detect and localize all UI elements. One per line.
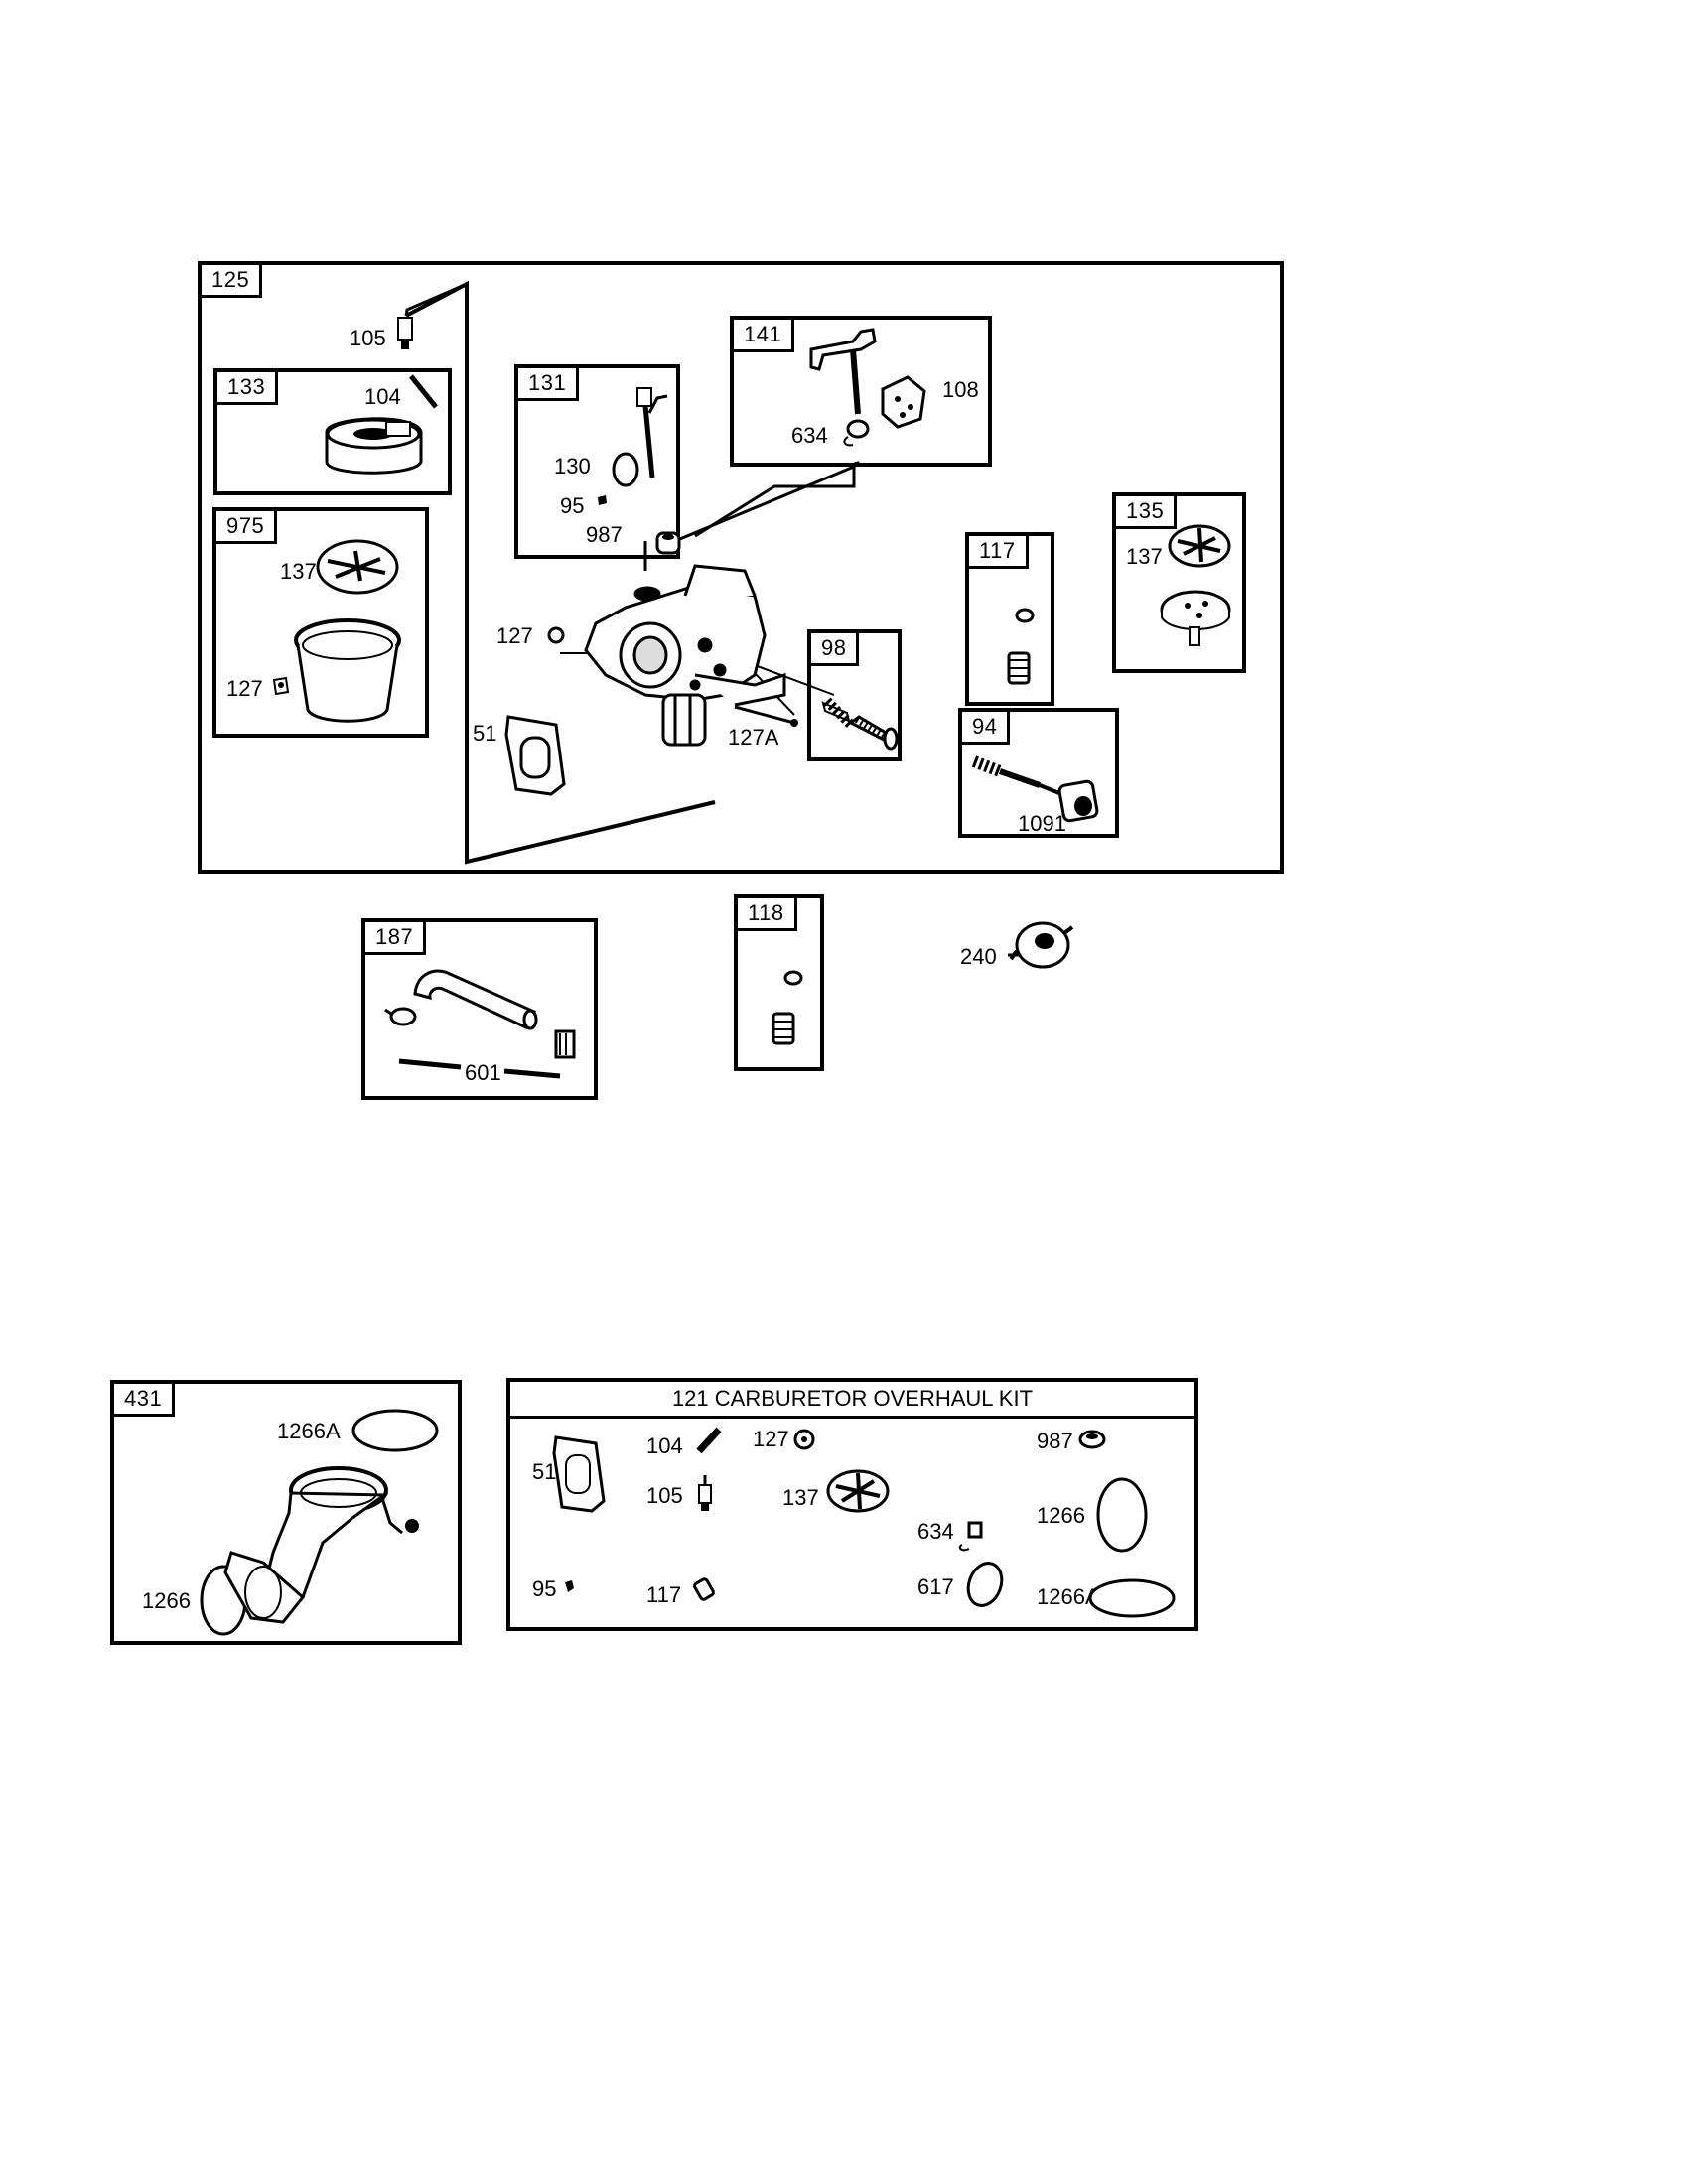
overhaul-kit-panel: 121 CARBURETOR OVERHAUL KIT 51 104 127 9… (506, 1378, 1198, 1631)
subkit-117: 117 (965, 532, 1054, 706)
label-130: 130 (554, 454, 591, 478)
kit-label-117: 117 (646, 1582, 682, 1607)
part-131-jet (598, 368, 684, 563)
part-94-solenoid (962, 712, 1123, 842)
part-105-needle (398, 284, 467, 349)
carburetor-assembly-panel: 125 (198, 261, 1284, 874)
subkit-133: 133 104 (213, 368, 452, 495)
part-127A-screw (735, 707, 798, 727)
part-51-gasket (506, 717, 564, 794)
kit-label-127: 127 (753, 1427, 789, 1451)
subkit-975: 975 137 127 (212, 507, 429, 738)
kit-label-1266A: 1266A (1037, 1584, 1100, 1609)
part-135-diaphragm (1116, 496, 1250, 677)
subkit-tag-133: 133 (217, 372, 279, 405)
kit-label-95: 95 (532, 1576, 557, 1601)
subkit-tag-94: 94 (962, 712, 1011, 745)
label-1091: 1091 (1018, 811, 1066, 836)
kit-label-1266: 1266 (1037, 1503, 1085, 1528)
kit-label-51: 51 (532, 1459, 557, 1484)
subkit-tag-187: 187 (365, 922, 427, 955)
label-95: 95 (560, 493, 585, 518)
part-118-jet (738, 898, 828, 1075)
label-127-975: 127 (226, 676, 263, 701)
label-987: 987 (586, 522, 623, 547)
label-1266-intake: 1266 (142, 1588, 191, 1613)
part-133-float (217, 372, 456, 499)
part-117-jet (969, 536, 1058, 710)
label-240: 240 (960, 944, 997, 969)
divider-line (406, 284, 715, 862)
subkit-tag-118: 118 (738, 898, 797, 931)
subkit-131: 131 130 95 987 (514, 364, 680, 559)
kit-label-987: 987 (1037, 1429, 1073, 1453)
subkit-tag-135: 135 (1116, 496, 1178, 529)
label-127A: 127A (728, 725, 779, 750)
label-137-135: 137 (1126, 544, 1163, 569)
subkit-135: 135 137 (1112, 492, 1246, 673)
label-104: 104 (364, 384, 401, 409)
carburetor-body (586, 566, 784, 745)
part-127-washer (549, 628, 563, 642)
overhaul-kit-title: 121 CARBURETOR OVERHAUL KIT (510, 1382, 1194, 1419)
subkit-tag-117: 117 (969, 536, 1029, 569)
kit-label-634: 634 (917, 1519, 954, 1544)
subkit-tag-98: 98 (811, 633, 860, 666)
kit-label-617: 617 (917, 1574, 954, 1599)
label-127-body: 127 (496, 623, 533, 648)
subkit-94: 94 1091 (958, 708, 1119, 838)
subkit-118: 118 (734, 894, 824, 1071)
label-108: 108 (942, 377, 979, 402)
subkit-98: 98 (807, 629, 902, 761)
kit-tag-431: 431 (114, 1384, 176, 1417)
overhaul-kit-parts (510, 1382, 1202, 1635)
label-601: 601 (465, 1060, 501, 1085)
subkit-187: 187 601 (361, 918, 598, 1100)
kit-label-104: 104 (646, 1433, 683, 1458)
label-1266A-intake: 1266A (277, 1419, 341, 1443)
subkit-tag-975: 975 (216, 511, 278, 544)
label-51: 51 (473, 721, 497, 746)
kit-label-105: 105 (646, 1483, 683, 1508)
part-975-bowl (216, 511, 433, 742)
label-634: 634 (791, 423, 828, 448)
part-98-idle-screw (811, 633, 906, 765)
part-187-fuel-line (365, 922, 602, 1104)
subkit-tag-141: 141 (734, 320, 795, 352)
part-141-throttle (734, 320, 996, 471)
kit-label-137: 137 (782, 1485, 819, 1510)
label-105: 105 (350, 326, 386, 350)
assembly-tag-125: 125 (202, 265, 263, 298)
subkit-tag-131: 131 (518, 368, 580, 401)
subkit-141: 141 108 634 (730, 316, 992, 467)
label-137-975: 137 (280, 559, 317, 584)
part-431-intake (114, 1384, 466, 1649)
intake-kit-panel: 431 1266A 1266 (110, 1380, 462, 1645)
